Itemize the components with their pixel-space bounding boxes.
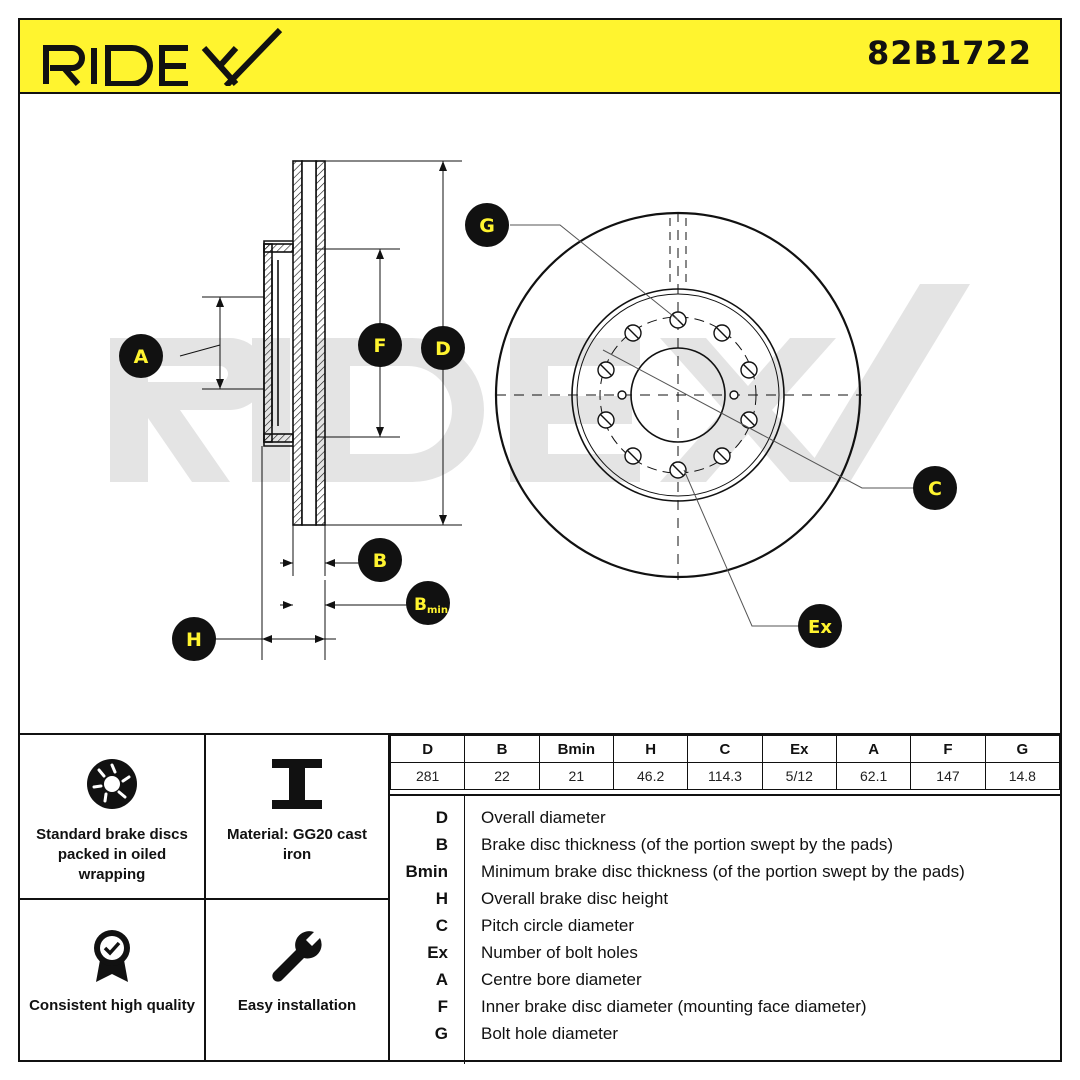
- legend-desc: Overall brake disc height: [481, 889, 669, 908]
- spec-value-a: 62.1: [835, 762, 912, 790]
- callout-F: F: [358, 323, 402, 367]
- quality-badge-icon: [20, 928, 204, 984]
- spec-header-ex: Ex: [761, 735, 837, 763]
- legend-row: G Bolt hole diameter: [390, 1024, 1060, 1051]
- legend-desc: Minimum brake disc thickness (of the por…: [481, 862, 965, 881]
- dimension-arrows: [216, 161, 447, 643]
- spec-header-d: D: [389, 735, 466, 763]
- legend-desc: Bolt hole diameter: [481, 1024, 619, 1043]
- feature-label: Consistent high quality: [29, 997, 195, 1014]
- legend-key: H: [435, 889, 448, 908]
- feature-material: Material: GG20 cast iron: [206, 735, 390, 900]
- svg-text:A: A: [134, 346, 149, 368]
- spec-header-a: A: [835, 735, 912, 763]
- spec-value-d: 281: [389, 762, 466, 790]
- spec-header-c: C: [687, 735, 763, 763]
- legend-row: C Pitch circle diameter: [390, 916, 1060, 943]
- oiled-brake-disc-icon: [20, 757, 204, 811]
- ridex-logo: [43, 28, 283, 86]
- spec-value-f: 147: [910, 762, 986, 790]
- spec-value-g: 14.8: [984, 762, 1061, 790]
- callout-A: A: [119, 334, 163, 378]
- svg-text:G: G: [479, 215, 495, 237]
- callout-D: D: [421, 326, 465, 370]
- feature-label: Standard brake discs packed in oiled wra…: [36, 826, 188, 883]
- callout-Bmin: Bmin: [406, 581, 450, 625]
- legend-divider: [464, 796, 465, 1064]
- spec-header-bmin: Bmin: [538, 735, 614, 763]
- legend-desc: Centre bore diameter: [481, 970, 642, 989]
- spec-value-b: 22: [464, 762, 540, 790]
- legend-row: H Overall brake disc height: [390, 889, 1060, 916]
- feature-label: Easy installation: [237, 997, 357, 1014]
- bolt-holes: [597, 311, 758, 479]
- disc-front-view: [494, 211, 862, 580]
- spec-value-c: 114.3: [687, 762, 763, 790]
- legend-key: G: [434, 1024, 448, 1043]
- legend-key: Ex: [427, 943, 448, 962]
- spec-header-b: B: [464, 735, 540, 763]
- legend-desc: Inner brake disc diameter (mounting face…: [481, 997, 867, 1016]
- svg-text:C: C: [928, 478, 942, 500]
- svg-text:H: H: [186, 629, 202, 651]
- legend-row: Ex Number of bolt holes: [390, 943, 1060, 970]
- spec-header-g: G: [984, 735, 1061, 763]
- legend-row: F Inner brake disc diameter (mounting fac…: [390, 997, 1060, 1024]
- wrench-icon: [206, 928, 388, 982]
- svg-text:D: D: [435, 338, 451, 360]
- feature-quality: Consistent high quality: [20, 900, 206, 1062]
- legend-desc: Overall diameter: [481, 808, 606, 827]
- legend-row: B Brake disc thickness (of the portion sw…: [390, 835, 1060, 862]
- product-sheet: 82B1722: [18, 18, 1062, 1064]
- spec-value-ex: 5/12: [761, 762, 837, 790]
- header-bar: 82B1722: [20, 20, 1060, 94]
- callout-B: B: [358, 538, 402, 582]
- dimension-legend: D Overall diameter B Brake disc thickness …: [390, 794, 1060, 1064]
- info-panel: Standard brake discs packed in oiled wra…: [20, 733, 1061, 1064]
- legend-key: B: [435, 835, 448, 854]
- legend-key: Bmin: [405, 862, 449, 881]
- callout-H: H: [172, 617, 216, 661]
- spec-header-row: D B Bmin H C Ex A F G: [389, 735, 1061, 763]
- legend-desc: Brake disc thickness (of the portion swe…: [481, 835, 893, 854]
- material-i-beam-icon: [206, 757, 388, 811]
- callout-G: G: [465, 203, 509, 247]
- feature-label: Material: GG20 cast iron: [226, 826, 368, 863]
- spec-value-h: 46.2: [612, 762, 689, 790]
- legend-key: C: [435, 916, 448, 935]
- legend-key: A: [435, 970, 448, 989]
- legend-desc: Pitch circle diameter: [481, 916, 635, 935]
- spec-section: D B Bmin H C Ex A F G 281 22 21 46.2 114…: [389, 735, 1061, 1064]
- svg-text:F: F: [374, 335, 387, 357]
- svg-text:Bmin: Bmin: [414, 595, 448, 616]
- legend-desc: Number of bolt holes: [481, 943, 638, 962]
- legend-key: D: [435, 808, 448, 827]
- legend-row: Bmin Minimum brake disc thickness (of the…: [390, 862, 1060, 889]
- spec-header-f: F: [910, 735, 986, 763]
- disc-side-view: [263, 160, 326, 526]
- svg-text:B: B: [373, 550, 387, 572]
- callout-C: C: [913, 466, 957, 510]
- leader-lines: [510, 224, 932, 627]
- feature-oiled-wrapping: Standard brake discs packed in oiled wra…: [20, 735, 206, 900]
- legend-row: D Overall diameter: [390, 808, 1060, 835]
- spec-value-row: 281 22 21 46.2 114.3 5/12 62.1 147 14.8: [389, 762, 1061, 790]
- spec-header-h: H: [612, 735, 689, 763]
- feature-installation: Easy installation: [206, 900, 390, 1062]
- legend-key: F: [437, 997, 448, 1016]
- spec-table: D B Bmin H C Ex A F G 281 22 21 46.2 114…: [389, 735, 1061, 790]
- ridex-watermark: [110, 284, 970, 482]
- part-number: 82B1722: [867, 34, 1032, 72]
- svg-text:Ex: Ex: [808, 617, 832, 638]
- legend-row: A Centre bore diameter: [390, 970, 1060, 997]
- callout-Ex: Ex: [798, 604, 842, 648]
- spec-value-bmin: 21: [538, 762, 614, 790]
- brake-disc-drawing: A F D B Bmin H G C: [110, 160, 970, 661]
